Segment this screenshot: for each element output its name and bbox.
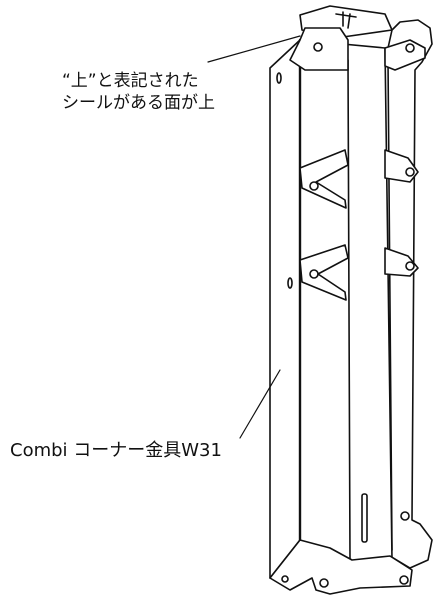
- bottom-tab: [269, 539, 413, 595]
- front-hole-top: [276, 72, 282, 84]
- front-hole-middle: [287, 277, 293, 289]
- hook-middle-1-right-hole: [405, 167, 415, 177]
- hook-middle-2-hole: [309, 269, 319, 279]
- seal-callout-line1: “上”と表記された: [62, 71, 199, 91]
- side-hole-bottom: [400, 511, 410, 521]
- hook-upper: [289, 27, 349, 71]
- hook-upper-right-hole: [405, 43, 415, 53]
- side-panel-outline: [299, 39, 393, 569]
- bottom-hole-left: [319, 578, 329, 588]
- bottom-hole-right: [399, 575, 409, 585]
- hook-middle-1-right: [384, 149, 419, 183]
- hook-upper-right: [384, 39, 426, 71]
- hook-upper-hole: [313, 42, 323, 52]
- hook-middle-2-right: [384, 247, 419, 277]
- hook-middle-1-hole: [309, 181, 319, 191]
- leader-line-top: [207, 35, 301, 63]
- front-panel-outline: [269, 39, 301, 579]
- hook-middle-2: [299, 244, 349, 301]
- product-name-label: Combi コーナー金具W31: [10, 440, 222, 461]
- bottom-hole-front: [281, 575, 289, 583]
- leader-line-bottom: [239, 369, 281, 439]
- hook-middle-1: [299, 149, 349, 209]
- side-slot: [361, 493, 368, 543]
- seal-callout-label: “上”と表記された シールがある面が上: [62, 70, 215, 114]
- inner-fold-line: [347, 59, 351, 561]
- top-seal-mark: [335, 11, 357, 29]
- hook-middle-2-right-hole: [405, 261, 415, 271]
- seal-callout-line2: シールがある面が上: [62, 93, 215, 113]
